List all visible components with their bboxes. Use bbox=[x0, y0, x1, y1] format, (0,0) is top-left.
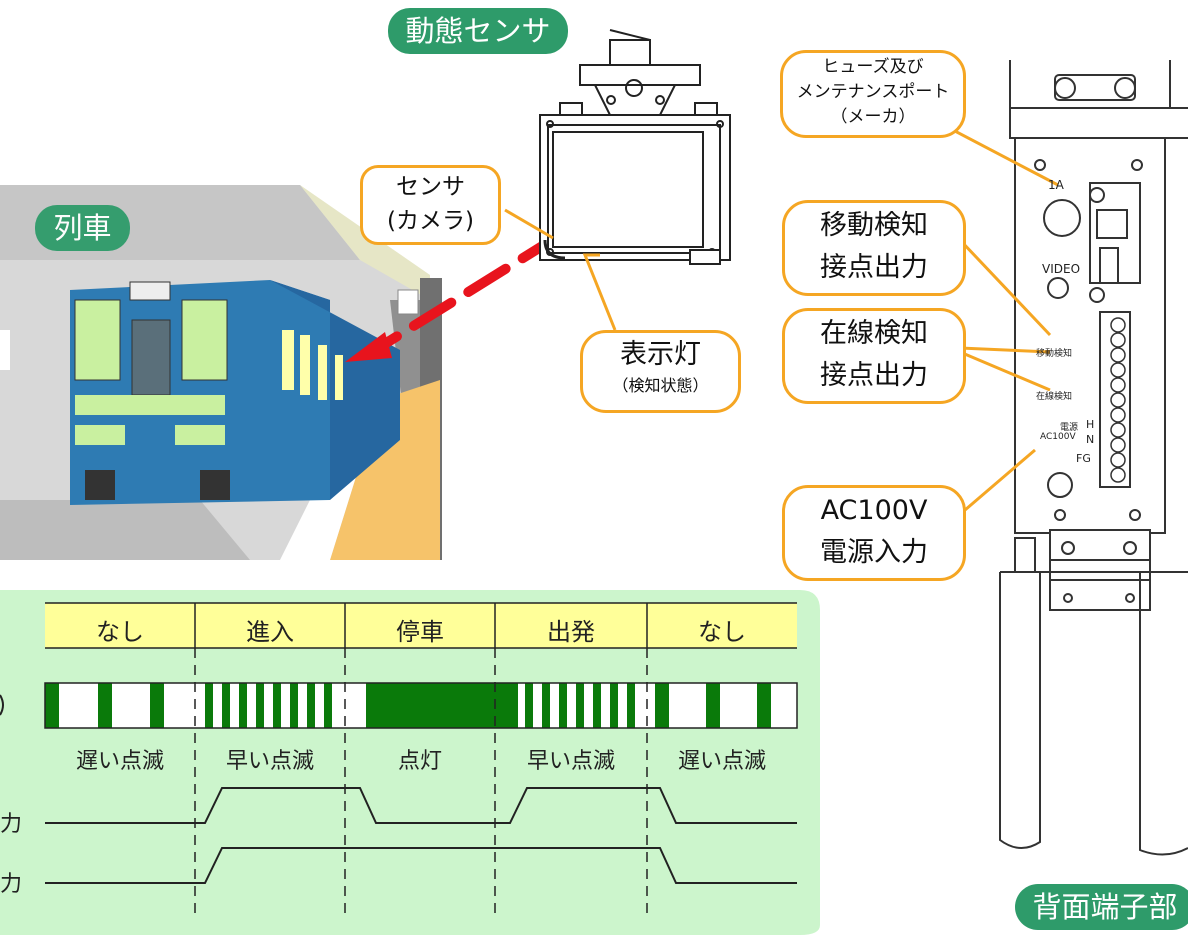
move-output-row-label: 力 bbox=[0, 812, 23, 837]
video-port-label: VIDEO bbox=[1042, 262, 1081, 276]
terminal-screws bbox=[1110, 317, 1126, 483]
phase-stop: 停車 bbox=[396, 618, 444, 646]
fuse-port-callout: ヒューズ及び メンテナンスポート （メーカ） bbox=[780, 50, 966, 138]
power-terminal-label: 電源 bbox=[1060, 423, 1079, 433]
sensor-title-badge: 動態センサ bbox=[388, 8, 568, 54]
blink-steady: 点灯 bbox=[397, 749, 442, 774]
move-detect-output-callout: 移動検知 接点出力 bbox=[782, 200, 966, 296]
fuse-rating-label: 1A bbox=[1048, 178, 1064, 192]
phase-entry: 進入 bbox=[246, 618, 294, 646]
presence-detect-output-callout: 在線検知 接点出力 bbox=[782, 308, 966, 404]
camera-callout: センサ (カメラ) bbox=[360, 165, 501, 245]
phase-none-1: なし bbox=[96, 618, 144, 646]
fg-terminal-label: FG bbox=[1076, 452, 1091, 465]
timing-diagram bbox=[0, 590, 820, 935]
move-callout-line-1: 移動検知 bbox=[820, 210, 928, 241]
camera-callout-line-1: センサ bbox=[396, 174, 465, 200]
camera-callout-line-2: (カメラ) bbox=[387, 208, 474, 234]
rear-terminal-badge: 背面端子部 bbox=[1015, 884, 1188, 930]
power-input-callout: AC100V 電源入力 bbox=[782, 485, 966, 581]
power-callout-line-2: 電源入力 bbox=[820, 537, 928, 568]
blink-slow-2: 遅い点滅 bbox=[677, 749, 766, 774]
phase-none-2: なし bbox=[698, 618, 746, 646]
sensor-device bbox=[539, 29, 731, 265]
blink-slow-1: 遅い点滅 bbox=[75, 749, 164, 774]
train-badge: 列車 bbox=[35, 205, 130, 251]
move-callout-line-2: 接点出力 bbox=[820, 252, 928, 283]
blink-fast-1: 早い点滅 bbox=[225, 749, 314, 774]
present-terminal-label: 在線検知 bbox=[1036, 392, 1073, 402]
power-voltage-label: AC100V bbox=[1040, 432, 1076, 442]
fuse-callout-line-2: メンテナンスポート bbox=[796, 82, 950, 102]
h-terminal-label: H bbox=[1086, 418, 1095, 431]
present-output-row-label: 力 bbox=[0, 872, 23, 897]
rear-panel bbox=[999, 60, 1188, 856]
fuse-callout-line-1: ヒューズ及び bbox=[822, 57, 924, 77]
present-callout-line-2: 接点出力 bbox=[820, 360, 928, 391]
n-terminal-label: N bbox=[1086, 433, 1095, 446]
power-callout-line-1: AC100V bbox=[820, 495, 928, 526]
train-scene bbox=[0, 185, 442, 560]
fuse-callout-line-3: （メーカ） bbox=[830, 107, 916, 127]
move-terminal-label: 移動検知 bbox=[1036, 349, 1073, 359]
blink-fast-2: 早い点滅 bbox=[526, 749, 615, 774]
present-callout-line-1: 在線検知 bbox=[820, 318, 928, 349]
indicator-callout: 表示灯 （検知状態） bbox=[580, 330, 741, 413]
indicator-callout-main: 表示灯 bbox=[620, 339, 701, 370]
indicator-callout-sub: （検知状態） bbox=[612, 376, 709, 395]
phase-depart: 出発 bbox=[547, 618, 595, 646]
